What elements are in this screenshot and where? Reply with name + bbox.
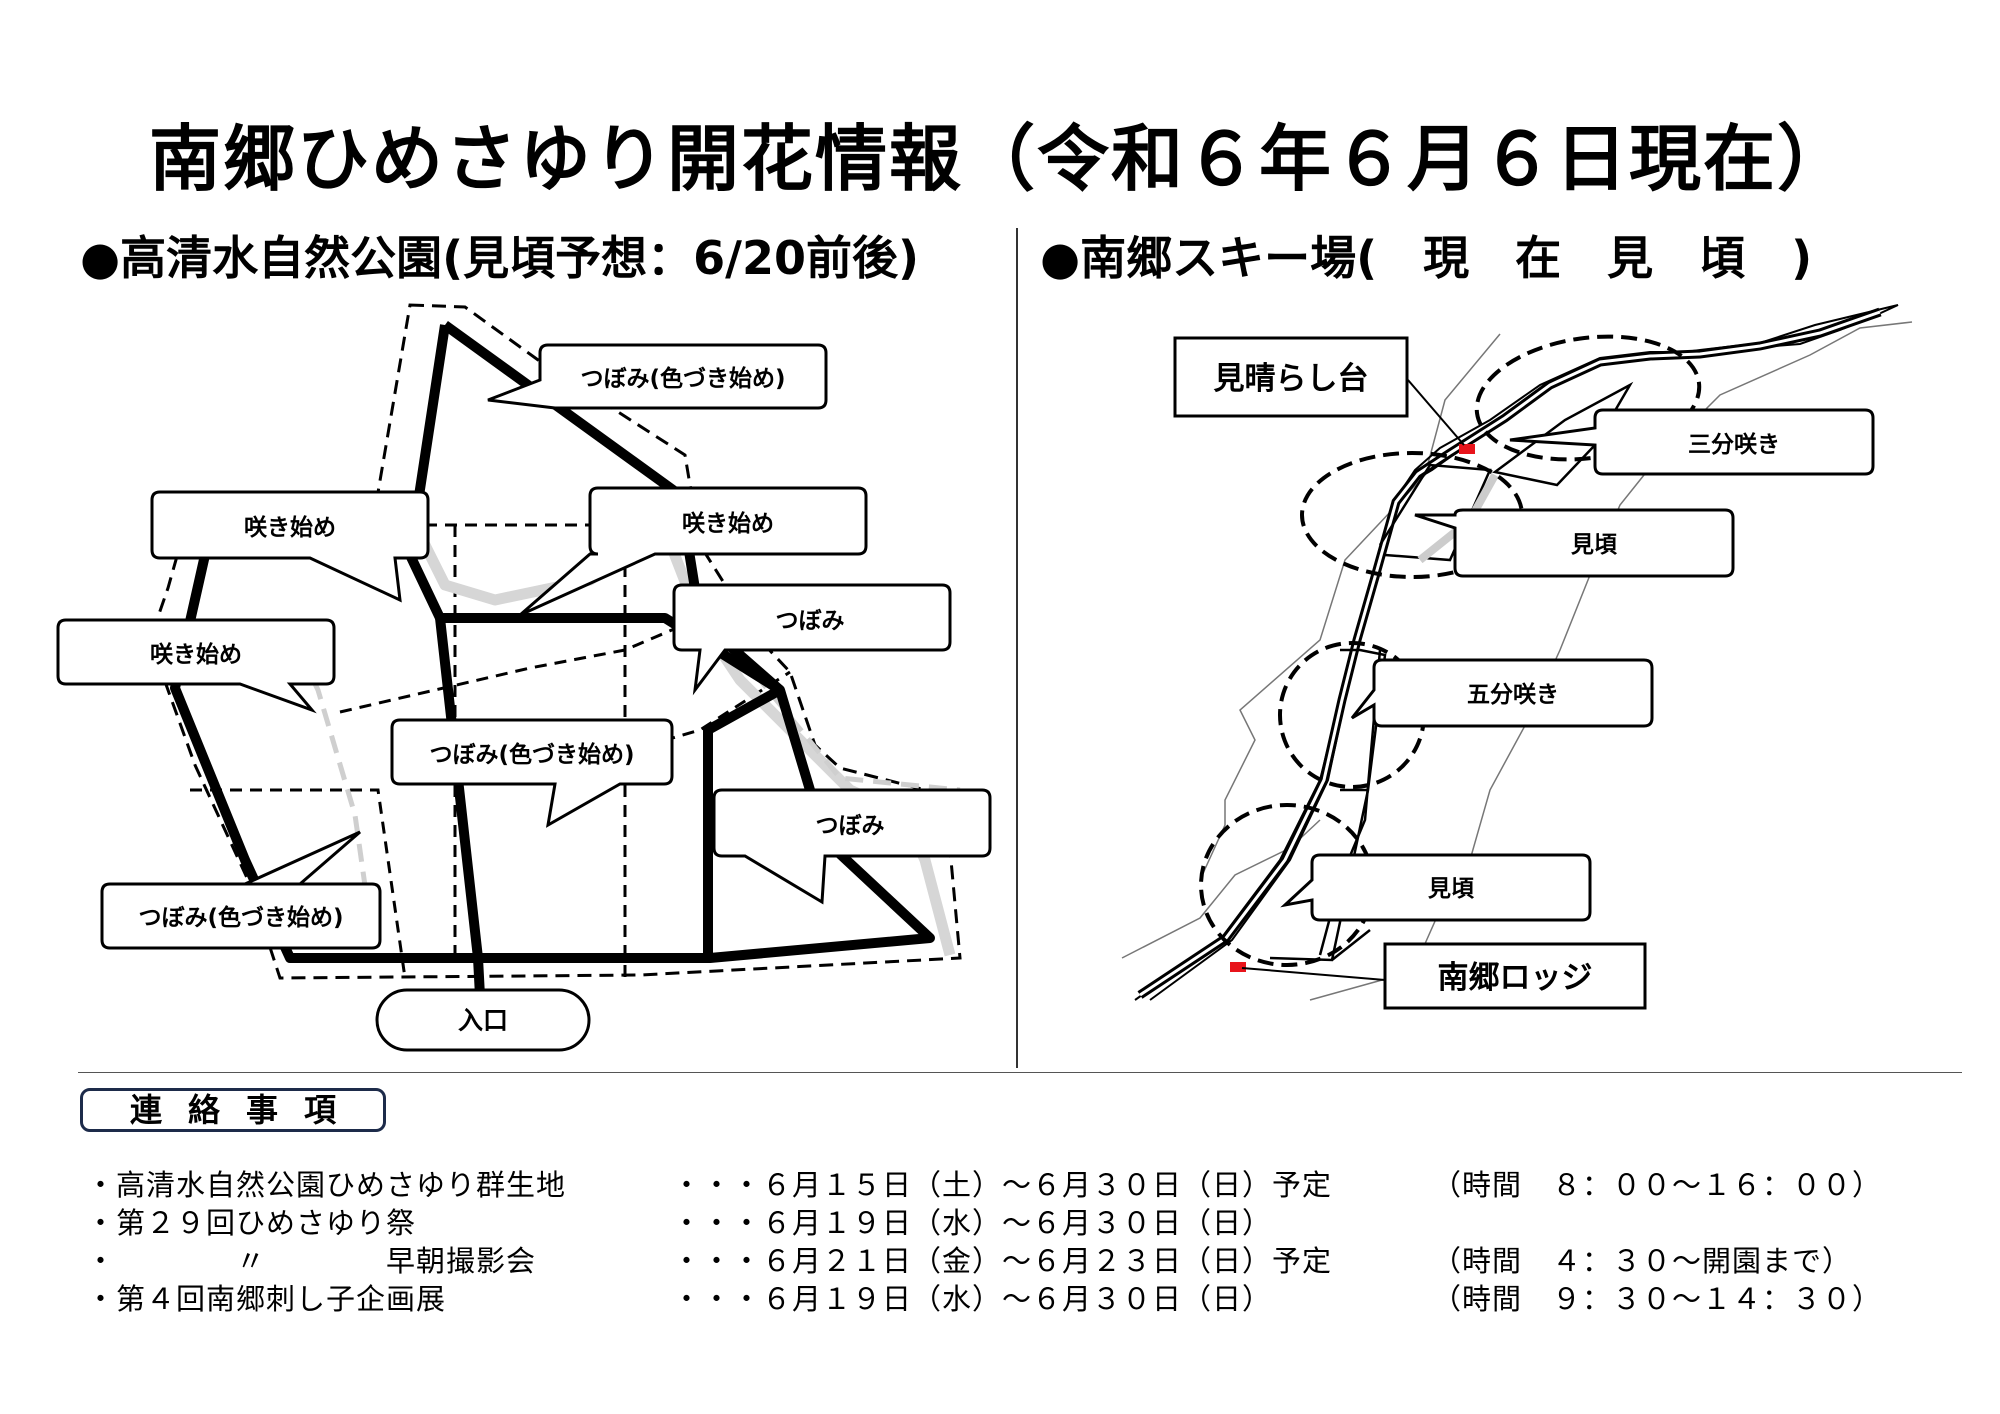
callout-l6: つぼみ(色づき始め) xyxy=(390,718,674,828)
park-dashed-path xyxy=(339,616,761,714)
callout-label: つぼみ xyxy=(816,813,885,839)
ski-course xyxy=(1269,648,1387,962)
callout-label: つぼみ(色づき始め) xyxy=(138,904,343,931)
callout-l7: つぼみ xyxy=(712,788,992,905)
callout-r2: 見頃 xyxy=(1414,508,1735,578)
callout-label: つぼみ(色づき始め) xyxy=(429,741,634,768)
leader-line xyxy=(1241,967,1386,981)
viewpoint-box: 見晴らし台 xyxy=(1173,336,1409,418)
park-main-trail xyxy=(435,617,485,997)
lodge-marker xyxy=(1230,962,1246,972)
right-section-heading: ●南郷スキー場( 現 在 見 頃 ) xyxy=(1040,231,1813,285)
notice-time: （時間 ９：３０～１４：３０） xyxy=(1432,1282,1883,1316)
callout-l1: つぼみ(色づき始め) xyxy=(487,343,828,410)
road-center xyxy=(1139,310,1881,997)
leader-line xyxy=(1407,379,1465,446)
callout-r1: 三分咲き xyxy=(1509,408,1875,476)
page-title: 南郷ひめさゆり開花情報（令和６年６月６日現在） xyxy=(148,117,1851,201)
callout-label: 三分咲き xyxy=(1688,431,1780,458)
park-boundary xyxy=(148,303,962,980)
park-main-trail xyxy=(442,320,784,694)
callout-r4: 見頃 xyxy=(1280,853,1592,922)
callout-label: 五分咲き xyxy=(1467,681,1559,708)
notice-name: ・ 〃 早朝撮影会 xyxy=(86,1244,537,1278)
section-divider xyxy=(1016,228,1018,1068)
callout-l4: 咲き始め xyxy=(56,618,336,714)
notice-time: （時間 ８：００～１６：００） xyxy=(1432,1168,1883,1202)
callout-l8: つぼみ(色づき始め) xyxy=(100,830,382,950)
callout-l2: 咲き始め xyxy=(150,490,430,603)
park-main-trail xyxy=(703,685,783,958)
notice-date: ・・・６月２１日（金）～６月２３日（日）予定 xyxy=(672,1244,1333,1278)
viewpoint-marker xyxy=(1459,444,1475,454)
park-main-trail xyxy=(170,324,935,963)
notice-header: 連絡事項 xyxy=(80,1088,386,1132)
bloom-area xyxy=(1474,334,1702,462)
callout-label: 咲き始め xyxy=(244,514,336,541)
section-rule xyxy=(78,1072,1962,1073)
ski-map: 見晴らし台 三分咲き 見頃 五分咲き 見頃 南郷ロッジ xyxy=(1121,304,1913,1010)
notice-date: ・・・６月１５日（土）～６月３０日（日）予定 xyxy=(672,1168,1333,1202)
entrance-label: 入口 xyxy=(458,1006,508,1035)
park-grey-dashed xyxy=(698,608,961,793)
lodge-box: 南郷ロッジ xyxy=(1383,942,1647,1010)
left-section-heading: ●高清水自然公園(見頃予想：6/20前後) xyxy=(80,231,920,285)
terrain-line xyxy=(1199,333,1501,881)
callout-l5: つぼみ xyxy=(672,583,952,696)
callout-label: 咲き始め xyxy=(682,510,774,537)
callout-label: 見頃 xyxy=(1428,876,1475,902)
lodge-label: 南郷ロッジ xyxy=(1438,960,1593,996)
callout-label: 咲き始め xyxy=(150,641,242,668)
notice-time: （時間 ４：３０～開園まで） xyxy=(1432,1244,1853,1278)
notice-date: ・・・６月１９日（水）～６月３０日（日） xyxy=(672,1282,1273,1316)
callout-r3: 五分咲き xyxy=(1350,658,1654,728)
callout-label: つぼみ(色づき始め) xyxy=(580,365,785,392)
notice-date: ・・・６月１９日（水）～６月３０日（日） xyxy=(672,1206,1273,1240)
notice-name: ・第２９回ひめさゆり祭 xyxy=(86,1206,417,1240)
terrain-line xyxy=(1309,321,1913,1001)
callout-label: 見頃 xyxy=(1571,532,1618,558)
notice-name: ・高清水自然公園ひめさゆり群生地 xyxy=(86,1168,567,1202)
park-dashed-path xyxy=(190,788,407,979)
park-entrance: 入口 xyxy=(375,988,591,1052)
notice-name: ・第４回南郷刺し子企画展 xyxy=(86,1282,447,1316)
park-map: つぼみ(色づき始め) 咲き始め 咲き始め 咲き始め つぼみ つぼみ(色づき始め)… xyxy=(56,303,992,1052)
callout-label: つぼみ xyxy=(776,608,845,634)
viewpoint-label: 見晴らし台 xyxy=(1214,361,1369,397)
callout-l3: 咲き始め xyxy=(519,486,868,617)
